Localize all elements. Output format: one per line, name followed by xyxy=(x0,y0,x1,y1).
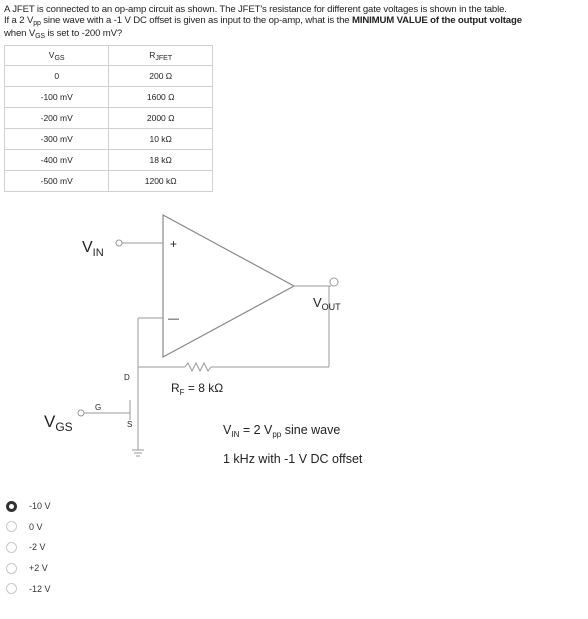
cell-r: 1200 kΩ xyxy=(108,170,213,192)
question-text: A JFET is connected to an op-amp circuit… xyxy=(4,4,584,43)
question-line-1: A JFET is connected to an op-amp circuit… xyxy=(4,4,507,15)
question-line-2: If a 2 Vpp sine wave with a -1 V DC offs… xyxy=(4,14,522,27)
vin-spec-line1: VIN = 2 Vpp sine wave xyxy=(223,423,340,439)
option-3[interactable]: -2 V xyxy=(6,537,51,558)
minus-symbol: — xyxy=(168,313,179,325)
option-label: -10 V xyxy=(29,501,51,512)
radio-button[interactable] xyxy=(6,541,17,553)
option-2[interactable]: 0 V xyxy=(6,517,51,538)
radio-button-selected[interactable] xyxy=(6,500,17,512)
option-label: 0 V xyxy=(29,521,43,532)
vout-label: VOUT xyxy=(313,295,341,312)
vout-terminal xyxy=(329,277,339,287)
cell-vgs: -500 mV xyxy=(3,170,110,192)
gate-label: G xyxy=(95,403,101,412)
plus-symbol: + xyxy=(170,237,177,251)
table-header-row: VGS RJFET xyxy=(3,45,213,66)
option-label: +2 V xyxy=(29,563,48,574)
option-label: -12 V xyxy=(29,583,51,594)
radio-button[interactable] xyxy=(6,583,17,595)
vin-label: VIN xyxy=(82,239,104,259)
cell-r: 10 kΩ xyxy=(108,128,213,150)
answer-options: -10 V 0 V -2 V +2 V -12 V xyxy=(6,496,51,599)
option-label: -2 V xyxy=(29,542,46,553)
opamp-triangle xyxy=(162,213,296,359)
rf-label: RF = 8 kΩ xyxy=(171,381,223,397)
option-1[interactable]: -10 V xyxy=(6,496,51,517)
rf-resistor xyxy=(184,361,212,373)
question-line-3: when VGS is set to -200 mV? xyxy=(4,28,123,40)
radio-button[interactable] xyxy=(6,562,17,574)
vgs-terminal xyxy=(77,409,85,417)
option-5[interactable]: -12 V xyxy=(6,578,51,599)
vin-terminal xyxy=(115,239,123,247)
drain-label: D xyxy=(124,373,130,382)
source-label: S xyxy=(127,420,132,429)
vgs-label: VGS xyxy=(44,412,73,434)
radio-button[interactable] xyxy=(6,521,17,533)
vin-spec-line2: 1 kHz with -1 V DC offset xyxy=(223,452,363,466)
option-4[interactable]: +2 V xyxy=(6,558,51,579)
